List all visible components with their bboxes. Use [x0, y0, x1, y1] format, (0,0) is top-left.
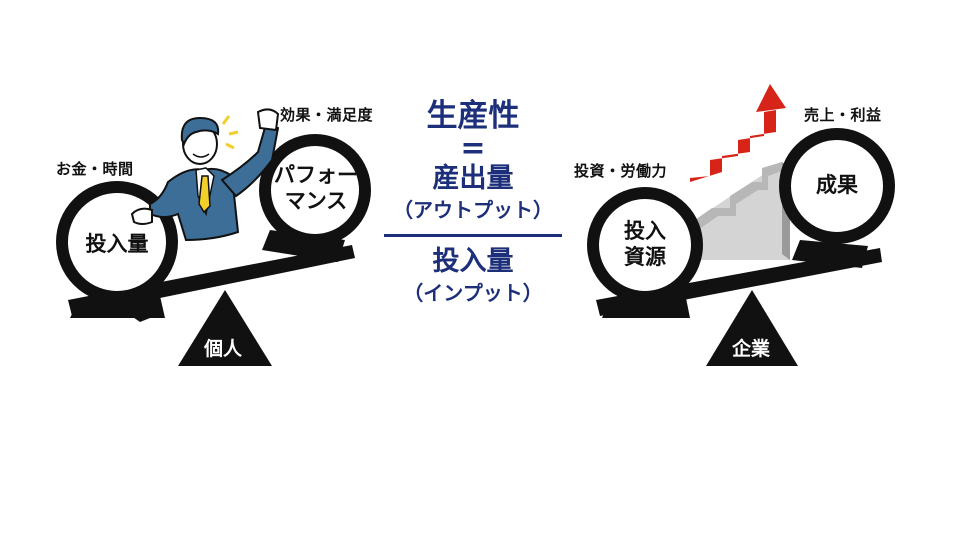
formula-denominator-sub: （インプット）: [403, 281, 543, 305]
left-output-disc: [259, 134, 371, 246]
left-output-caption: 効果・満足度: [280, 106, 374, 124]
right-input-label-line2: 資源: [624, 245, 666, 269]
right-input-disc: [587, 187, 703, 303]
left-output-label: パフォー マンス: [270, 162, 362, 214]
right-input-label-line1: 投入: [624, 219, 666, 243]
formula-numerator-sub: （アウトプット）: [393, 198, 553, 222]
left-output-label-line2: マンス: [284, 189, 348, 213]
right-input-label: 投入 資源: [603, 218, 687, 270]
left-input-label: 投入量: [85, 232, 149, 256]
left-output-label-line1: パフォー: [274, 163, 358, 187]
right-seesaw: [596, 240, 882, 318]
right-output-caption: 売上・利益: [804, 106, 882, 124]
formula-numerator: 産出量: [432, 163, 514, 194]
right-beam: [596, 248, 882, 316]
businessman-icon: [130, 108, 280, 242]
right-pivot: [706, 290, 798, 366]
right-output-disc: [779, 128, 895, 244]
formula-equals: =: [460, 131, 486, 166]
right-output-label: 成果: [816, 173, 858, 197]
productivity-formula: 生産性 = 産出量 （アウトプット） 投入量 （インプット）: [380, 96, 566, 307]
formula-denominator: 投入量: [432, 246, 514, 277]
fraction-line: [384, 234, 562, 237]
growth-arrow-icon: [690, 84, 786, 182]
left-input-caption: お金・時間: [56, 160, 134, 178]
formula-title: 生産性: [426, 98, 520, 134]
right-input-caption: 投資・労働力: [574, 162, 668, 180]
right-pivot-label: 企業: [732, 338, 771, 360]
left-pivot-label: 個人: [204, 338, 243, 360]
left-pivot: [178, 290, 272, 366]
